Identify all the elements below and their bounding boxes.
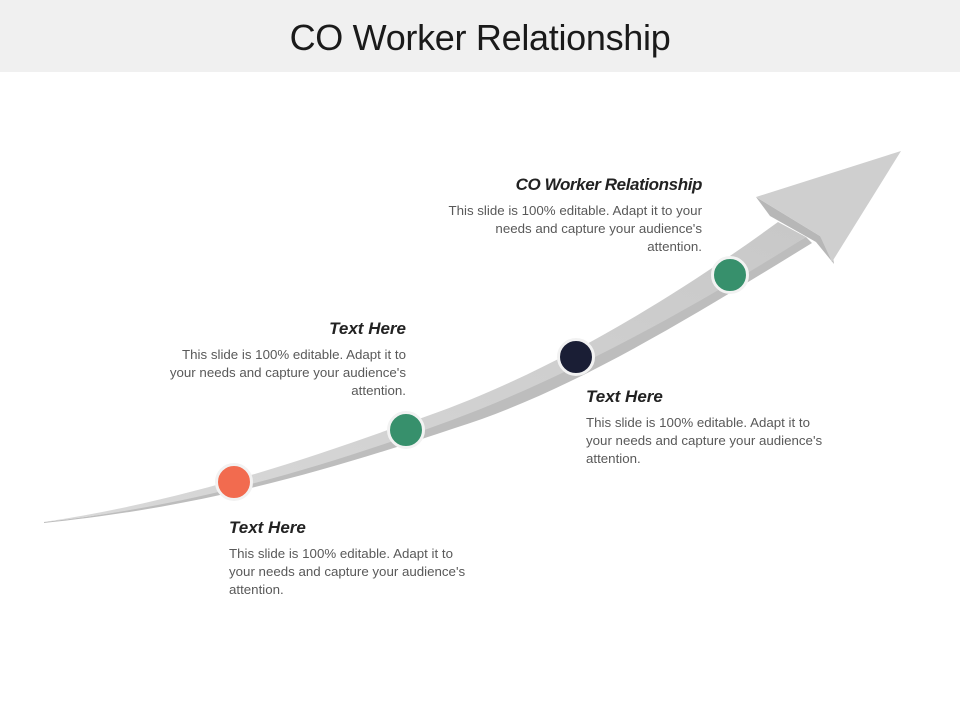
milestone-dot-green-top <box>711 256 749 294</box>
text-block-description: This slide is 100% editable. Adapt it to… <box>229 546 466 597</box>
arrow-head-edge <box>756 197 834 264</box>
text-block-3: Text Here This slide is 100% editable. A… <box>586 387 826 468</box>
text-block-heading: Text Here <box>329 319 406 338</box>
text-block-description: This slide is 100% editable. Adapt it to… <box>586 415 823 466</box>
text-block-description: This slide is 100% editable. Adapt it to… <box>448 203 702 254</box>
milestone-dot-navy <box>557 338 595 376</box>
arrow-head <box>756 151 901 262</box>
text-block-1: Text Here This slide is 100% editable. A… <box>229 518 469 599</box>
text-block-4: CO Worker Relationship This slide is 100… <box>440 175 702 256</box>
text-block-heading: CO Worker Relationship <box>515 175 703 194</box>
text-block-heading: Text Here <box>229 518 306 537</box>
text-block-2: Text Here This slide is 100% editable. A… <box>168 319 406 400</box>
text-block-heading: Text Here <box>586 387 663 406</box>
milestone-dot-orange <box>215 463 253 501</box>
page-title: CO Worker Relationship <box>289 17 671 58</box>
text-block-description: This slide is 100% editable. Adapt it to… <box>169 347 406 398</box>
arrow-shaft <box>44 222 806 522</box>
title-bar <box>0 0 960 72</box>
milestone-dot-green <box>387 411 425 449</box>
